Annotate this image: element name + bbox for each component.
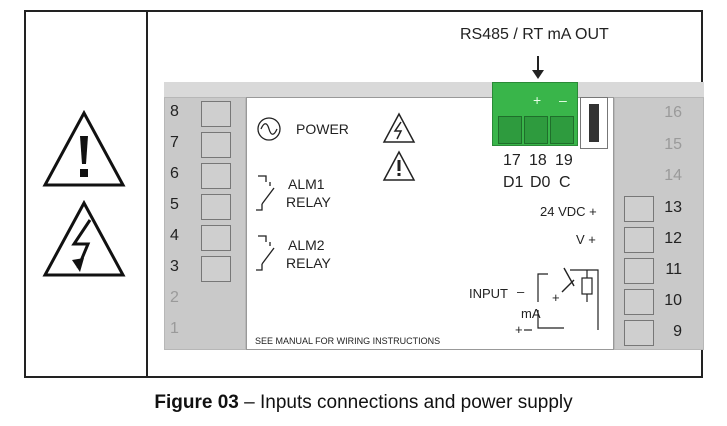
lightning-warning-icon [382,112,416,143]
terminal-9-label: 9 [673,323,682,340]
terminal-2-label: 2 [170,289,179,306]
d0-label: D0 [530,174,551,191]
terminal-11-slot [624,258,654,284]
terminal-7-slot [201,132,231,158]
terminal-16-label: 16 [664,104,682,121]
terminal-5-slot [201,194,231,220]
ma-label: mA [521,306,541,321]
manual-note: SEE MANUAL FOR WIRING INSTRUCTIONS [255,336,441,346]
warning-icon [42,110,126,187]
alm2-label: ALM2 [288,237,325,253]
connector-minus-sign: – [559,92,567,108]
input-wiring-diagram [524,267,599,331]
terminal-10-label: 10 [664,292,682,309]
terminal-8-slot [201,101,231,127]
alm1-label: ALM1 [288,176,325,192]
terminal-17-number: 17 [503,152,521,169]
relay-switch-icon [256,175,275,211]
terminal-12-slot [624,227,654,253]
warning-icon [382,150,416,181]
input-minus-sign: – [517,284,525,299]
terminal-6-label: 6 [170,165,179,182]
input-label: INPUT [469,286,508,301]
lightning-warning-icon [42,200,126,277]
terminal-3-slot [201,256,231,282]
terminal-1-label: 1 [170,320,179,337]
connector-plus-sign: + [533,92,542,108]
ma-plus-sign: + [515,322,523,337]
figure-caption: Figure 03 – Inputs connections and power… [0,392,727,414]
terminal-14-label: 14 [664,167,682,184]
terminal-3-label: 3 [170,258,179,275]
input-plus-sign: + [552,290,560,305]
sine-wave-icon [257,117,281,141]
terminal-12-label: 12 [664,230,682,247]
down-arrow-icon [532,56,544,79]
terminal-4-label: 4 [170,227,179,244]
terminal-17-slot [498,116,522,144]
terminal-13-label: 13 [664,199,682,216]
caption-figure-number: Figure 03 [154,392,239,413]
terminal-9-slot [624,320,654,346]
power-label: POWER [296,121,349,137]
terminal-13-slot [624,196,654,222]
terminal-19-number: 19 [555,152,573,169]
vdc-label: 24 VDC + [540,204,597,219]
d1-label: D1 [503,174,524,191]
terminal-4-slot [201,225,231,251]
alm2-relay-label: RELAY [286,255,331,271]
caption-text: – Inputs connections and power supply [238,392,573,413]
header-label: RS485 / RT mA OUT [460,26,609,43]
terminal-7-label: 7 [170,134,179,151]
terminal-8-label: 8 [170,103,179,120]
terminal-5-label: 5 [170,196,179,213]
relay-switch-icon [256,235,275,271]
terminal-6-slot [201,163,231,189]
terminal-10-slot [624,289,654,315]
terminal-19-slot [550,116,574,144]
usb-port-slot [589,104,599,142]
frame-divider [146,10,148,378]
terminal-18-number: 18 [529,152,547,169]
alm1-relay-label: RELAY [286,194,331,210]
terminal-11-label: 11 [665,261,682,278]
c-label: C [559,174,571,191]
vplus-label: V + [576,232,596,247]
terminal-15-label: 15 [664,136,682,153]
terminal-18-slot [524,116,548,144]
